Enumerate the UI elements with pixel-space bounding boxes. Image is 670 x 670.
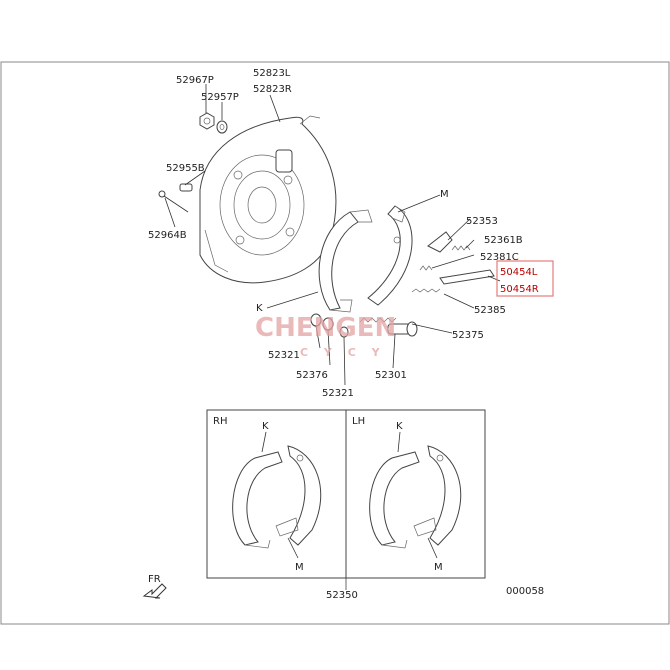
label-50454L: 50454L <box>500 267 538 278</box>
diagram-frame <box>0 61 670 625</box>
label-52381C: 52381C <box>480 252 519 263</box>
label-52967P: 52967P <box>176 75 214 86</box>
spring-52385 <box>411 288 441 293</box>
hold-down-parts <box>310 313 349 338</box>
label-K-top: K <box>256 303 263 314</box>
rh-shoes <box>232 431 322 559</box>
label-K-lh: K <box>396 421 403 432</box>
brake-shoe-rear <box>367 205 413 306</box>
label-K-rh: K <box>262 421 269 432</box>
spring-52381C <box>419 265 433 271</box>
front-arrow-icon <box>142 583 167 599</box>
label-M-lh: M <box>434 562 443 573</box>
label-M-top: M <box>440 189 449 200</box>
highlight-box <box>496 260 554 297</box>
lh-shoes <box>369 431 462 559</box>
label-52353: 52353 <box>466 216 498 227</box>
label-52321-a: 52321 <box>268 350 300 361</box>
diagram-code: 000058 <box>506 586 544 597</box>
watermark-brand: CHENGEN <box>255 313 396 343</box>
washer-52957P <box>216 120 228 134</box>
plug-52955B <box>179 183 193 192</box>
label-52964B: 52964B <box>148 230 187 241</box>
label-52376: 52376 <box>296 370 328 381</box>
backing-plate <box>199 115 337 284</box>
label-52321-b: 52321 <box>322 388 354 399</box>
leader-lines <box>164 84 501 386</box>
brake-shoe-front <box>318 209 373 313</box>
bolt-52964B <box>158 190 189 213</box>
label-52361B: 52361B <box>484 235 523 246</box>
label-RH: RH <box>213 416 227 427</box>
label-50454R: 50454R <box>500 284 539 295</box>
lever-50454 <box>439 269 495 285</box>
label-52957P: 52957P <box>201 92 239 103</box>
lever-52353 <box>427 231 453 253</box>
watermark-sub: C Y C Y <box>300 346 386 359</box>
label-M-rh: M <box>295 562 304 573</box>
spring-52361B <box>451 245 471 251</box>
label-52823R: 52823R <box>253 84 292 95</box>
label-52301: 52301 <box>375 370 407 381</box>
label-FR: FR <box>148 574 161 585</box>
nut-52967P <box>199 112 215 130</box>
label-52350: 52350 <box>326 590 358 601</box>
spring-52375 <box>359 317 397 323</box>
label-52955B: 52955B <box>166 163 205 174</box>
label-52385: 52385 <box>474 305 506 316</box>
label-52375: 52375 <box>452 330 484 341</box>
label-LH: LH <box>352 416 365 427</box>
adjuster-52301 <box>387 321 418 337</box>
label-52823L: 52823L <box>253 68 291 79</box>
